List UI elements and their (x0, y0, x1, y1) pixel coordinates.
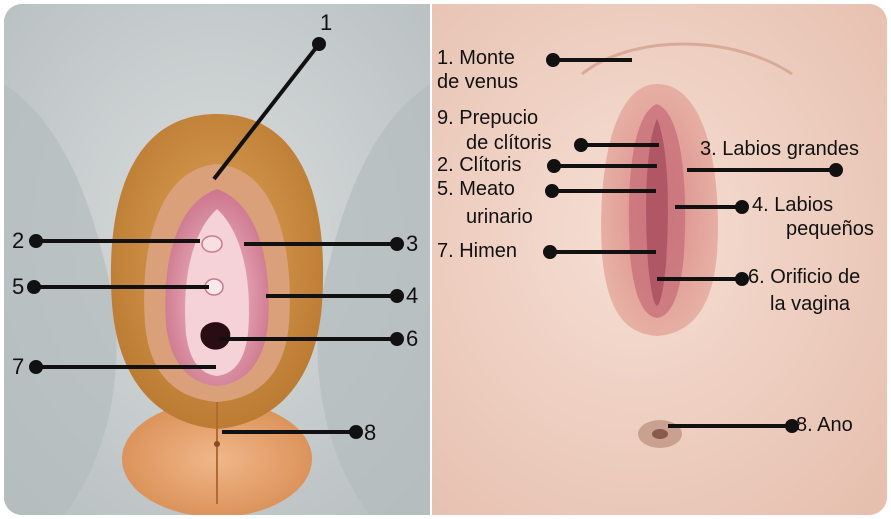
dot-monte (548, 55, 558, 65)
dot-meato (547, 186, 557, 196)
label-7: 7 (12, 356, 24, 378)
label-labios-pequenos-2: pequeños (786, 219, 874, 239)
leader-dot-5 (29, 282, 39, 292)
label-prepucio-1: 9. Prepucio (437, 108, 538, 128)
dot-labios-grandes (831, 165, 841, 175)
leader-dot-3 (392, 239, 402, 249)
label-meato-1: 5. Meato (437, 179, 515, 199)
leader-dot-4 (392, 291, 402, 301)
label-himen: 7. Himen (437, 241, 517, 261)
leader-dot-6 (392, 334, 402, 344)
leader-dot-2 (31, 236, 41, 246)
label-5: 5 (12, 276, 24, 298)
leader-dot-1 (314, 39, 324, 49)
anus-center-shape (652, 429, 668, 439)
label-orificio-2: la vagina (770, 294, 850, 314)
label-orificio-1: 6. Orificio de (748, 267, 860, 287)
photo-panel: 1. Monte de venus 9. Prepucio de clítori… (432, 4, 887, 515)
label-ano: 8. Ano (796, 415, 853, 435)
dot-clitoris (549, 161, 559, 171)
label-labios-grandes: 3. Labios grandes (700, 139, 859, 159)
label-meato-2: urinario (466, 207, 533, 227)
label-4: 4 (406, 285, 418, 307)
dot-himen (545, 247, 555, 257)
dot-prepucio (576, 140, 586, 150)
label-6: 6 (406, 328, 418, 350)
label-monte-2: de venus (437, 72, 518, 92)
leader-dot-8 (351, 427, 361, 437)
label-2: 2 (12, 230, 24, 252)
label-8: 8 (364, 422, 376, 444)
label-prepucio-2: de clítoris (466, 133, 552, 153)
dot-orificio (737, 274, 747, 284)
illustration-panel: 1 2 3 5 4 6 7 8 (4, 4, 430, 515)
label-labios-pequenos-1: 4. Labios (752, 195, 833, 215)
clitoris-shape (202, 236, 222, 252)
label-monte-1: 1. Monte (437, 48, 515, 68)
label-1: 1 (320, 12, 332, 34)
label-3: 3 (406, 233, 418, 255)
dot-labios-pequenos (737, 202, 747, 212)
diagram-frame: 1 2 3 5 4 6 7 8 (4, 4, 887, 515)
anus-shape (214, 441, 220, 447)
label-clitoris: 2. Clítoris (437, 155, 521, 175)
leader-dot-7 (31, 362, 41, 372)
